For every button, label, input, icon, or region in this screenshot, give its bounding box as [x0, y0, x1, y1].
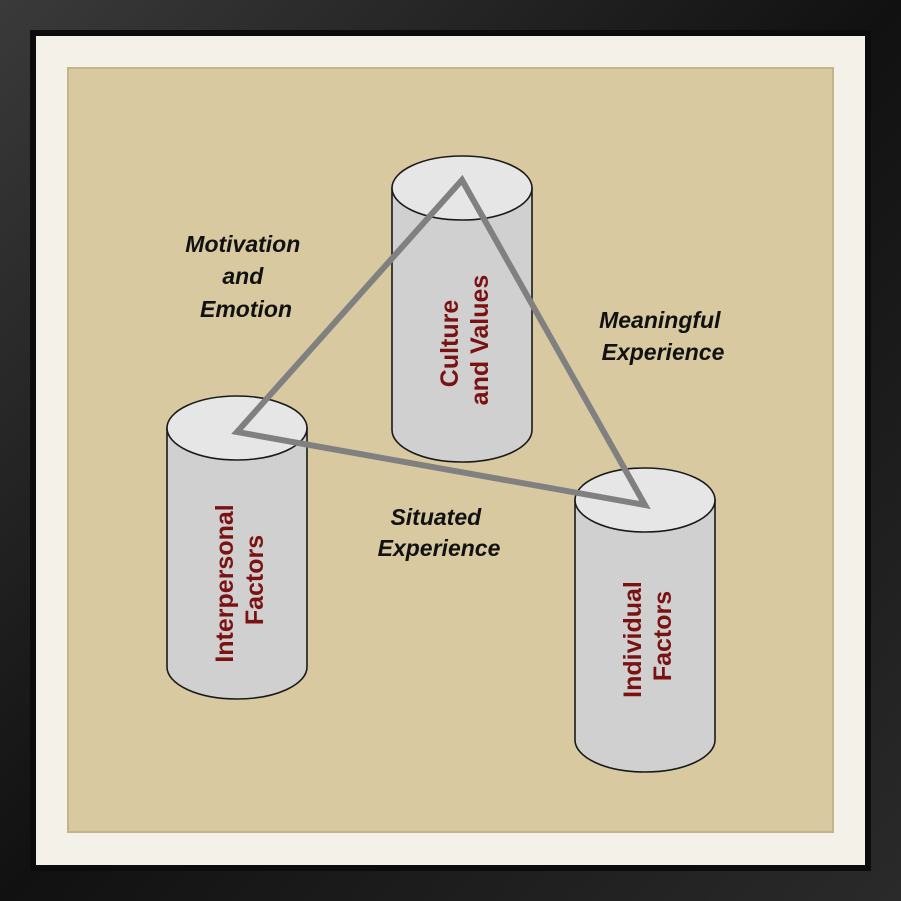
cylinder-label: Culture and Values — [436, 275, 494, 406]
edge-label-meaningful-experience: Meaningful Experience — [599, 307, 727, 365]
edge-label-situated-experience: Situated Experience — [378, 504, 501, 561]
cylinder-top — [391, 155, 533, 221]
cylinder-label: Interpersonal Factors — [211, 497, 269, 662]
cylinder-body — [574, 499, 716, 773]
cylinder-label-line: Factors — [241, 535, 269, 625]
cylinder-individual-factors: Individual Factors — [574, 467, 716, 773]
edge-label-line: and — [222, 263, 264, 289]
cylinder-label-line: Individual — [619, 581, 647, 698]
edge-label-line: Situated — [390, 504, 482, 530]
edge-label-line: Experience — [602, 339, 725, 365]
cylinder-label-line: Interpersonal — [211, 504, 239, 662]
edge-label-motivation-emotion: Motivation and Emotion — [185, 231, 306, 322]
edge-label-line: Meaningful — [599, 307, 721, 333]
edge-label-line: Experience — [378, 535, 501, 561]
cylinder-body — [391, 187, 533, 463]
cylinder-culture-values: Culture and Values — [391, 155, 533, 463]
cylinder-label-line: and Values — [466, 275, 494, 406]
cylinder-label-line: Factors — [649, 591, 677, 681]
cylinder-label-line: Culture — [436, 300, 464, 388]
cylinder-label: Individual Factors — [619, 574, 677, 698]
edge-label-line: Emotion — [200, 296, 292, 322]
edge-label-line: Motivation — [185, 231, 300, 257]
connecting-triangle — [231, 174, 651, 510]
cylinder-body — [166, 427, 308, 700]
